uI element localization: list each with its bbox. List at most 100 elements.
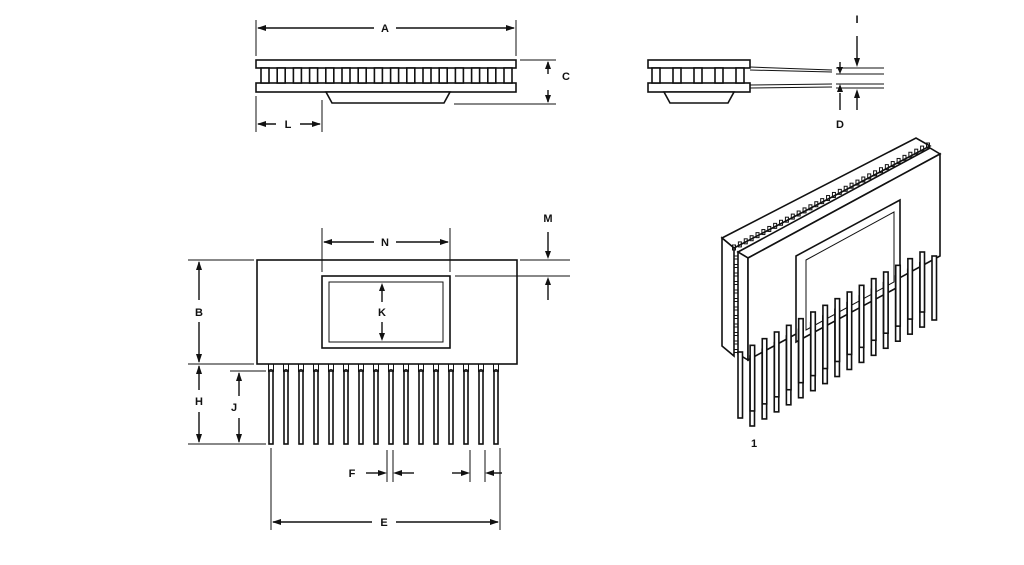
dim-m-arrow-bottom	[545, 277, 551, 285]
front-pin	[298, 364, 304, 445]
front-pin	[403, 364, 409, 445]
dim-c-arrow-top	[545, 61, 551, 69]
top-view-spacer	[292, 67, 303, 84]
iso-tooth	[808, 204, 813, 211]
iso-tooth	[796, 210, 801, 217]
iso-pin-back	[773, 331, 780, 398]
end-view: I D	[647, 14, 884, 131]
iso-tooth	[773, 222, 778, 229]
iso-tooth	[902, 154, 907, 161]
front-pin	[283, 364, 289, 445]
dim-h-label: H	[195, 396, 203, 408]
front-pin-lead	[313, 370, 319, 445]
end-view-spacer	[693, 67, 703, 84]
front-pin-lead	[418, 370, 424, 445]
end-view-pin-top-a	[749, 66, 833, 71]
dim-l-label: L	[285, 119, 292, 131]
dim-j-arrow-top	[236, 372, 242, 381]
front-pin-lead	[448, 370, 454, 445]
front-pin	[433, 364, 439, 445]
dim-l-arrow-left	[257, 121, 266, 127]
iso-tooth	[855, 179, 860, 186]
end-view-upper-plate	[647, 59, 751, 69]
iso-pin-back	[846, 291, 853, 356]
dim-k-label: K	[378, 307, 386, 319]
top-view: A C L	[255, 20, 570, 132]
iso-pin-back	[785, 324, 792, 391]
top-view-spacer	[276, 67, 287, 84]
end-view-spacer	[735, 67, 745, 84]
front-pin	[343, 364, 349, 445]
front-pin-lead	[298, 370, 304, 445]
dim-m-label: M	[543, 213, 552, 225]
iso-tooth	[920, 145, 925, 152]
top-view-upper-plate	[255, 59, 517, 69]
iso-front-plate-side	[737, 250, 749, 362]
top-view-spacer	[486, 67, 497, 84]
iso-tooth	[755, 232, 760, 239]
top-view-spacer	[357, 67, 368, 84]
iso-tooth	[873, 170, 878, 177]
dim-l-arrow-right	[312, 121, 321, 127]
front-pin-shoulder	[433, 364, 439, 373]
front-pin-shoulder	[388, 364, 394, 373]
iso-tooth	[861, 176, 866, 183]
iso-tooth	[843, 185, 848, 192]
dim-pitch-arrow-right	[485, 470, 494, 476]
top-view-spacer	[260, 67, 270, 84]
iso-tooth	[849, 182, 854, 189]
dim-h-arrow-top	[196, 365, 202, 374]
end-view-pin-top-b	[749, 69, 833, 73]
iso-pin-back	[919, 251, 926, 313]
front-pin-shoulder	[268, 364, 274, 373]
dim-c-label: C	[562, 71, 570, 83]
iso-pin-back	[809, 311, 817, 377]
front-pin	[373, 364, 379, 445]
iso-pin-back	[737, 351, 744, 419]
iso-tooth	[743, 238, 748, 245]
iso-tooth	[761, 229, 766, 236]
iso-tooth	[767, 225, 772, 232]
front-pin	[463, 364, 469, 445]
iso-pin-back	[749, 344, 756, 412]
front-pin-shoulder	[328, 364, 334, 373]
top-view-spacer	[405, 67, 416, 84]
iso-pin-back	[761, 337, 768, 405]
iso-tooth	[867, 173, 872, 180]
iso-tooth	[784, 216, 789, 223]
front-view-window-inner	[328, 281, 444, 343]
front-pin	[388, 364, 394, 445]
front-pin-shoulder	[493, 364, 499, 373]
dim-n-arrow-right	[440, 239, 449, 245]
dim-a-label: A	[381, 23, 389, 35]
front-pin	[358, 364, 364, 445]
end-view-lower-plate	[647, 82, 751, 93]
front-pin	[448, 364, 454, 445]
front-pin-lead	[373, 370, 379, 445]
iso-tooth	[802, 207, 807, 214]
iso-pin-back	[882, 271, 889, 335]
top-view-spacer	[308, 67, 319, 84]
dim-n-arrow-left	[323, 239, 332, 245]
dim-j-arrow-bottom	[236, 434, 242, 443]
iso-tooth	[890, 161, 895, 168]
dim-d-arrow-top	[837, 67, 843, 74]
end-view-spacers	[651, 67, 745, 84]
iso-pin-back	[797, 317, 804, 384]
front-pin	[268, 364, 274, 445]
isometric-view: 1	[720, 137, 942, 450]
pin-1-label: 1	[751, 438, 757, 450]
front-pin-shoulder	[358, 364, 364, 373]
top-view-spacer	[422, 67, 432, 84]
front-pin	[313, 364, 319, 445]
top-view-spacer	[389, 67, 400, 84]
top-view-spacer	[341, 67, 351, 84]
iso-window-inner	[805, 211, 895, 331]
iso-tooth	[837, 188, 842, 195]
top-view-spacer	[470, 67, 481, 84]
top-view-spacer	[324, 67, 335, 84]
iso-tooth	[884, 164, 889, 171]
front-pin-shoulder	[298, 364, 304, 373]
iso-tooth	[908, 151, 913, 158]
front-pin-lead	[463, 370, 469, 445]
